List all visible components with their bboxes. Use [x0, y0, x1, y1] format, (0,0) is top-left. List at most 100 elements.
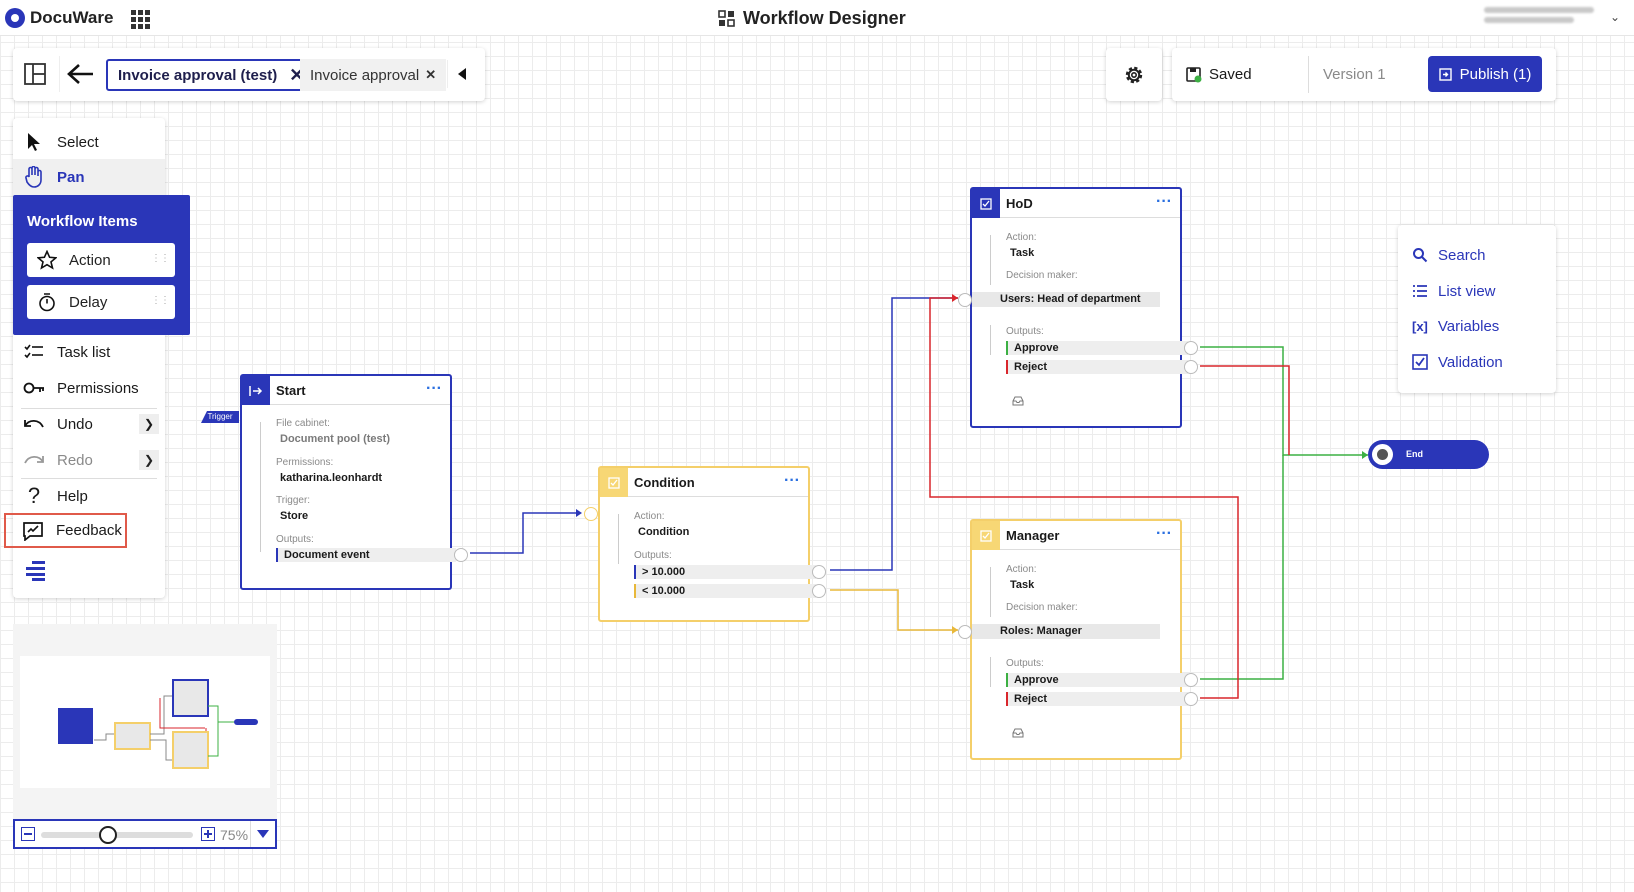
right-panel: Search List view [x] Variables Validatio…	[1398, 225, 1556, 393]
output-less-10000: < 10.000	[634, 584, 816, 598]
back-arrow-icon[interactable]	[59, 56, 99, 92]
output-port[interactable]	[812, 565, 826, 579]
output-label: Document event	[284, 549, 370, 561]
more-options-icon[interactable]: ···	[1156, 193, 1172, 210]
app-launcher-icon[interactable]	[131, 10, 150, 29]
tree-line	[990, 235, 998, 285]
output-port[interactable]	[1184, 341, 1198, 355]
tab-invoice-approval[interactable]: Invoice approval ✕	[300, 59, 447, 91]
arrowhead	[952, 626, 958, 634]
close-icon[interactable]: ✕	[425, 67, 437, 82]
brand-name: DocuWare	[30, 8, 114, 27]
list-view-button[interactable]: List view	[1412, 280, 1496, 302]
action-item[interactable]: Action ⋮⋮	[27, 243, 175, 277]
chevron-down-icon[interactable]: ⌄	[1609, 10, 1620, 24]
zoom-slider-thumb[interactable]	[98, 826, 117, 844]
condition-node[interactable]: Condition ··· Action: Condition Outputs:…	[584, 466, 826, 622]
input-port[interactable]	[958, 625, 972, 639]
minimap-manager-node	[172, 731, 209, 769]
collapse-menu-icon[interactable]	[23, 558, 47, 582]
manager-node[interactable]: Manager ··· Action: Task Decision maker:…	[958, 519, 1198, 760]
action-value: Task	[1010, 247, 1035, 259]
publish-icon	[1438, 67, 1452, 81]
connector-hod-reject	[1200, 365, 1290, 455]
version-label: Version 1	[1323, 66, 1386, 83]
pan-tool[interactable]: Pan	[13, 159, 165, 195]
zoom-in-icon[interactable]	[201, 827, 215, 841]
undo-tool[interactable]: Undo ❯	[13, 406, 165, 442]
gear-icon[interactable]	[1120, 61, 1148, 89]
condition-icon	[600, 468, 628, 497]
workflow-items-header: Workflow Items	[27, 213, 138, 230]
permissions-tool[interactable]: Permissions	[13, 370, 165, 406]
publish-button[interactable]: Publish (1)	[1428, 56, 1542, 92]
publish-label: Publish (1)	[1459, 65, 1532, 83]
more-options-icon[interactable]: ···	[784, 472, 800, 489]
output-greater-10000: > 10.000	[634, 565, 816, 579]
outputs-label: Outputs:	[634, 550, 672, 561]
chevron-right-icon[interactable]: ❯	[139, 414, 159, 434]
delay-item[interactable]: Delay ⋮⋮	[27, 285, 175, 319]
output-label: > 10.000	[642, 566, 686, 578]
minimap[interactable]	[13, 624, 277, 820]
minimap-end-node	[234, 719, 258, 725]
input-port[interactable]	[958, 293, 972, 307]
start-node[interactable]: Start ··· File cabinet: Document pool (t…	[240, 374, 468, 590]
search-button[interactable]: Search	[1412, 244, 1486, 266]
tab-toolbar: Invoice approval (test) ✕ Invoice approv…	[13, 48, 485, 101]
help-label: Help	[57, 487, 88, 505]
validation-button[interactable]: Validation	[1412, 351, 1503, 373]
validation-checkbox-icon	[1412, 354, 1428, 370]
redo-tool[interactable]: Redo ❯	[13, 442, 165, 478]
key-icon	[23, 377, 45, 399]
help-tool[interactable]: ? Help	[13, 478, 165, 514]
output-label: < 10.000	[642, 585, 686, 597]
minimap-start-node	[58, 708, 93, 744]
user-menu[interactable]	[1484, 4, 1594, 27]
drag-handle-icon[interactable]: ⋮⋮	[151, 295, 170, 306]
minimap-condition-node	[114, 722, 151, 750]
input-port[interactable]	[584, 507, 598, 521]
more-options-icon[interactable]: ···	[426, 380, 442, 397]
collapse-tabs-icon[interactable]	[447, 60, 475, 88]
output-label: Approve	[1014, 342, 1059, 354]
zoom-out-icon[interactable]	[21, 827, 35, 841]
end-icon	[1372, 444, 1393, 465]
permissions-label: Permissions	[57, 379, 139, 397]
outputs-label: Outputs:	[1006, 658, 1044, 669]
chevron-right-icon[interactable]: ❯	[139, 450, 159, 470]
task-list-tool[interactable]: Task list	[13, 334, 165, 370]
layout-toggle-icon[interactable]	[21, 60, 49, 88]
output-port[interactable]	[454, 548, 468, 562]
decision-maker-label: Decision maker:	[1006, 270, 1078, 281]
drag-handle-icon[interactable]: ⋮⋮	[151, 253, 170, 264]
zoom-bar: 75%	[13, 819, 277, 849]
output-port[interactable]	[1184, 360, 1198, 374]
more-options-icon[interactable]: ···	[1156, 525, 1172, 542]
divider	[21, 478, 157, 479]
hand-icon	[23, 166, 45, 188]
hod-node[interactable]: HoD ··· Action: Task Decision maker: Use…	[958, 187, 1198, 428]
connector-hod-approve	[1200, 346, 1368, 456]
docuware-logo-icon	[5, 8, 25, 28]
variables-label: Variables	[1437, 317, 1500, 335]
output-port[interactable]	[1184, 673, 1198, 687]
zoom-dropdown[interactable]	[250, 821, 275, 847]
zoom-slider-track[interactable]	[41, 832, 193, 838]
docuware-logo[interactable]: DocuWare	[5, 8, 113, 28]
variables-button[interactable]: [x] Variables	[1412, 315, 1499, 337]
action-label: Action:	[634, 511, 665, 522]
feedback-tool[interactable]: Feedback	[4, 513, 127, 548]
node-title: Start	[276, 383, 306, 398]
permissions-value: katharina.leonhardt	[280, 472, 383, 484]
output-port[interactable]	[1184, 692, 1198, 706]
chevron-down-icon	[257, 830, 269, 838]
select-tool[interactable]: Select	[13, 124, 165, 160]
output-color-bar	[634, 565, 636, 579]
file-cabinet-value: Document pool (test)	[280, 433, 390, 445]
end-node[interactable]: End	[1368, 440, 1489, 469]
output-port[interactable]	[812, 584, 826, 598]
node-title: Manager	[1006, 528, 1060, 543]
trigger-value: Store	[280, 510, 309, 522]
